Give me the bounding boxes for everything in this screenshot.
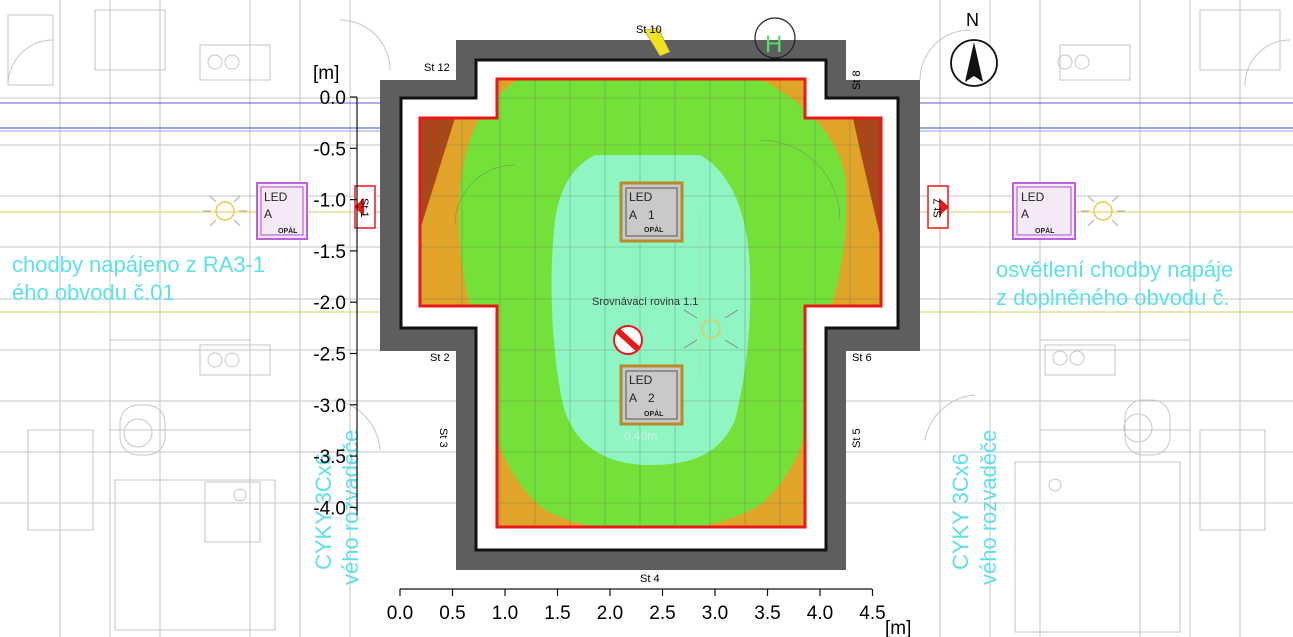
luminaire-finish-label: OPÁL [644, 409, 664, 418]
y-tick-label: -2.5 [313, 345, 346, 366]
luminaire-a2[interactable]: LED A 2 OPÁL [619, 364, 684, 426]
light-source-icon [683, 309, 739, 349]
wall-label-st7: St 7 [932, 198, 944, 218]
luminaire-type-label: LED [629, 373, 653, 387]
circuit-note-left-1: chodby napájeno z RA3-1 [12, 252, 265, 277]
wall-label-st2: St 2 [430, 352, 450, 364]
calculation-area-border [418, 77, 883, 529]
luminaire-finish-label: OPÁL [278, 226, 298, 235]
wall-label-st5: St 5 [851, 428, 863, 448]
cable-note-right-2: vého rozvaděče [976, 430, 1001, 585]
wall-label-st4: St 4 [640, 573, 660, 585]
x-tick-label: 4.0 [807, 603, 833, 624]
cable-note-left-1: CYKY 3Cx6 [311, 453, 336, 570]
h-marker-circle [754, 17, 796, 59]
y-axis: 0.0 -0.5 -1.0 -1.5 -2.0 -2.5 -3.0 -3.5 -4.0 [313, 88, 358, 519]
h-mark-label: H [765, 31, 782, 58]
x-tick-label: 2.5 [649, 603, 675, 624]
luminaire-left[interactable]: LED A OPÁL [256, 182, 308, 240]
x-tick-label: 0.0 [387, 603, 413, 624]
y-tick-label: -3.0 [313, 396, 346, 417]
lamp-symbol-right-icon [1081, 195, 1125, 227]
y-tick-label: -2.0 [313, 293, 346, 314]
luminaire-type-label: LED [629, 190, 653, 204]
circuit-note-right-1: osvětlení chodby napáje [996, 257, 1233, 282]
wall-label-st6: St 6 [852, 352, 872, 364]
y-tick-label: -4.0 [313, 498, 346, 519]
x-tick-label: 1.0 [492, 603, 518, 624]
y-tick-label: -1.0 [313, 191, 346, 212]
y-tick-label: -3.5 [313, 447, 346, 468]
wall-label-st3: St 3 [437, 428, 449, 448]
luminaire-group-label: A [264, 207, 272, 221]
wall-label-st8: St 8 [851, 70, 863, 90]
viewpoint-marker-icon [643, 27, 671, 57]
north-label: N [966, 10, 979, 30]
north-arrow-icon [950, 39, 998, 87]
lamp-symbol-left-icon [203, 195, 247, 227]
x-axis-unit-label: [m] [885, 618, 911, 637]
x-axis: 0.0 0.5 1.0 1.5 2.0 2.5 3.0 3.5 4.0 4.5 [387, 588, 886, 624]
luminaire-type-label: LED [264, 190, 288, 204]
luminaire-group-label: A [629, 208, 637, 222]
y-axis-unit-label: [m] [313, 63, 339, 84]
x-tick-label: 0.5 [439, 603, 465, 624]
luminaire-group-label: A [629, 391, 637, 405]
circuit-note-right-2: z doplněného obvodu č. [996, 285, 1230, 310]
wall-label-st10: St 10 [636, 24, 662, 36]
y-tick-label: 0.0 [320, 88, 346, 109]
y-tick-label: -0.5 [313, 139, 346, 160]
circuit-note-left-2: ého obvodu č.01 [12, 280, 175, 305]
luminaire-index-label: 1 [648, 208, 655, 222]
door-marker-left-icon [354, 185, 376, 229]
door-marker-right-icon [927, 185, 949, 229]
x-tick-label: 4.5 [859, 603, 885, 624]
x-tick-label: 2.0 [597, 603, 623, 624]
cable-note-right-1: CYKY 3Cx6 [948, 453, 973, 570]
luminaire-finish-label: OPÁL [1035, 226, 1055, 235]
y-tick-label: -1.5 [313, 242, 346, 263]
height-value-label: 0,40m [624, 429, 657, 443]
luminaire-index-label: 2 [648, 391, 655, 405]
wall-label-st1: St 1 [358, 198, 370, 218]
luminaire-a1[interactable]: LED A 1 OPÁL [619, 181, 684, 243]
x-tick-label: 3.5 [754, 603, 780, 624]
luminaire-type-label: LED [1021, 190, 1045, 204]
luminaire-right[interactable]: LED A OPÁL [1012, 182, 1076, 240]
reference-plane-icon [613, 325, 643, 355]
wall-label-st12: St 12 [424, 62, 450, 74]
luminaire-group-label: A [1021, 207, 1029, 221]
reference-plane-label: Srovnávací rovina 1.1 [592, 296, 698, 308]
x-tick-label: 3.0 [702, 603, 728, 624]
x-tick-label: 1.5 [544, 603, 570, 624]
luminaire-finish-label: OPÁL [644, 225, 664, 234]
